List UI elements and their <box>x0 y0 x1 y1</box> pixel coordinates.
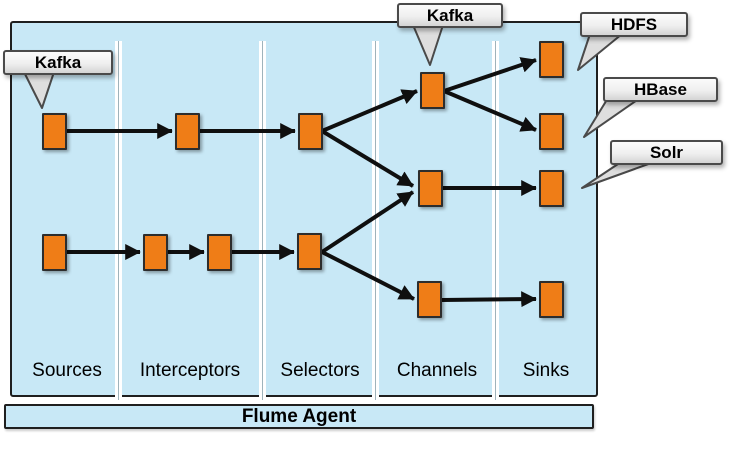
flume-agent-label: Flume Agent <box>241 405 357 427</box>
flow-arrow-channel-3-to-sink-4 <box>441 291 537 308</box>
node-source-1 <box>42 113 67 150</box>
node-sink-2 <box>539 113 564 150</box>
node-sink-3 <box>539 170 564 207</box>
flow-arrow-selector-1-to-channel-2 <box>320 129 415 188</box>
column-label-interceptors: Interceptors <box>139 360 241 381</box>
flow-arrow-channel-1-to-sink-2 <box>443 89 537 132</box>
callout-tail-hbase <box>583 97 641 138</box>
column-label-channels: Channels <box>396 360 478 381</box>
callout-tail-hdfs <box>577 33 623 71</box>
callout-hbase-label: HBase <box>634 79 687 99</box>
agent-panel <box>10 21 598 397</box>
callout-hdfs-label: HDFS <box>610 14 658 34</box>
column-divider <box>491 41 499 400</box>
node-sink-1 <box>539 41 564 78</box>
flow-arrow-selector-1-to-channel-1 <box>321 89 418 133</box>
callout-tail-kafka-channel <box>412 24 444 66</box>
column-divider <box>114 41 122 400</box>
flow-arrow-selector-2-to-channel-3 <box>321 250 415 301</box>
node-selector-2 <box>297 233 322 270</box>
callout-hdfs: HDFS <box>580 12 688 37</box>
callout-hbase: HBase <box>603 77 718 102</box>
callout-solr-label: Solr <box>649 142 684 162</box>
node-sink-4 <box>539 281 564 318</box>
node-channel-2 <box>418 170 443 207</box>
callout-solr: Solr <box>610 140 723 165</box>
node-channel-1 <box>420 72 445 109</box>
callout-kafka-channel-label: Kafka <box>426 5 474 25</box>
callout-kafka-source-label: Kafka <box>34 52 82 72</box>
column-divider <box>258 41 266 400</box>
callout-tail-kafka-source <box>23 71 55 109</box>
node-interceptor-2 <box>143 234 168 271</box>
flow-arrow-selector-2-to-channel-2 <box>320 190 415 254</box>
node-selector-1 <box>298 113 323 150</box>
node-interceptor-1 <box>175 113 200 150</box>
callout-kafka-channel: Kafka <box>397 3 503 28</box>
flume-agent-bar: Flume Agent <box>4 404 594 429</box>
node-interceptor-3 <box>207 234 232 271</box>
column-label-selectors: Selectors <box>280 360 360 381</box>
flow-arrow-channel-1-to-sink-1 <box>443 57 537 93</box>
node-source-2 <box>42 234 67 271</box>
column-label-sources: Sources <box>32 360 102 381</box>
column-divider <box>371 41 379 400</box>
callout-kafka-source: Kafka <box>3 50 113 75</box>
column-label-sinks: Sinks <box>522 360 570 381</box>
node-channel-3 <box>417 281 442 318</box>
